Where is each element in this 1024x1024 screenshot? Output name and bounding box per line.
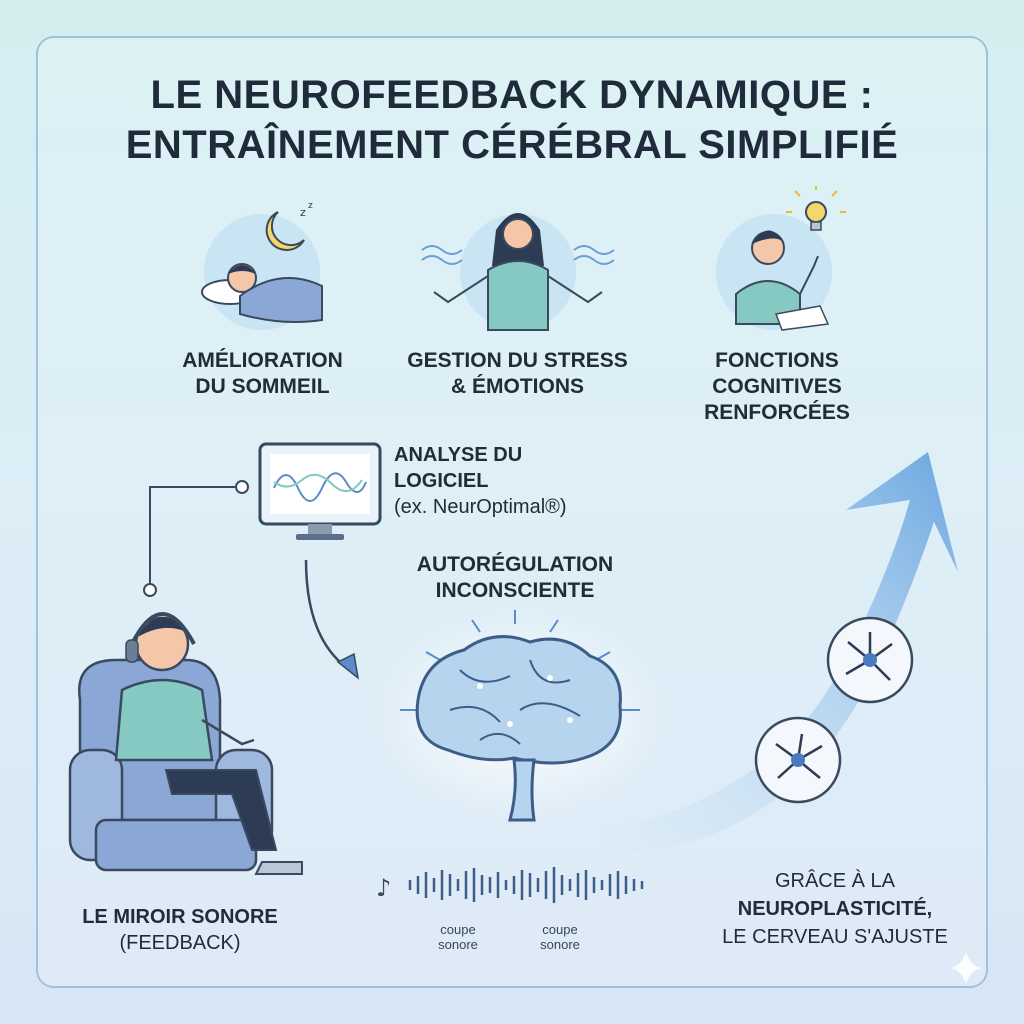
benefit-stress-line-2: & ÉMOTIONS (450, 375, 584, 398)
svg-text:z: z (308, 201, 313, 211)
neuroplasticity-line-2: NEUROPLASTICITÉ, (737, 898, 933, 920)
autoregulation-line-1: AUTORÉGULATION (416, 553, 614, 576)
mirror-line-1: LE MIROIR SONORE (82, 906, 278, 928)
benefit-cognitive-line-2: COGNITIVES (712, 375, 842, 398)
benefit-cognitive-line-1: FONCTIONS (715, 349, 839, 372)
software-line-3: (ex. NeurOptimal®) (394, 496, 567, 518)
brain-icon (370, 605, 670, 825)
monitor-icon (258, 442, 382, 540)
sound-cut-2-line-2: sonore (540, 937, 580, 952)
thinking-person-icon (716, 186, 846, 331)
sparkle-icon (950, 952, 982, 984)
autoregulation-line-2: INCONSCIENTE (435, 579, 595, 602)
title-line-1: LE NEUROFEEDBACK DYNAMIQUE : (150, 73, 874, 117)
software-line-2: LOGICIEL (394, 470, 489, 492)
sound-cut-1-line-2: sonore (438, 937, 478, 952)
title-line-2: ENTRAÎNEMENT CÉRÉBRAL SIMPLIFIÉ (125, 123, 899, 167)
mirror-line-2: (FEEDBACK) (119, 932, 241, 954)
person-in-armchair-icon (68, 612, 303, 875)
benefit-stress-line-1: GESTION DU STRESS (407, 349, 628, 372)
benefit-sleep-line-1: AMÉLIORATION (182, 349, 343, 372)
sound-cut-1-line-1: coupe (440, 922, 476, 937)
benefit-cognitive-line-3: RENFORCÉES (704, 401, 850, 424)
neuron-icon-2 (754, 716, 842, 804)
svg-text:z: z (300, 206, 306, 219)
software-line-1: ANALYSE DU (394, 444, 523, 466)
neuroplasticity-line-1: GRÂCE À LA (774, 870, 896, 892)
benefit-sleep-line-2: DU SOMMEIL (195, 375, 330, 398)
neuron-icon-1 (826, 616, 914, 704)
sound-wave: ♪ (376, 867, 644, 903)
sound-cut-2-line-1: coupe (542, 922, 578, 937)
calm-person-icon (421, 213, 615, 331)
neuroplasticity-line-3: LE CERVEAU S'AJUSTE (722, 926, 948, 948)
svg-text:♪: ♪ (376, 874, 391, 902)
sleeping-person-icon: z z (201, 201, 323, 330)
